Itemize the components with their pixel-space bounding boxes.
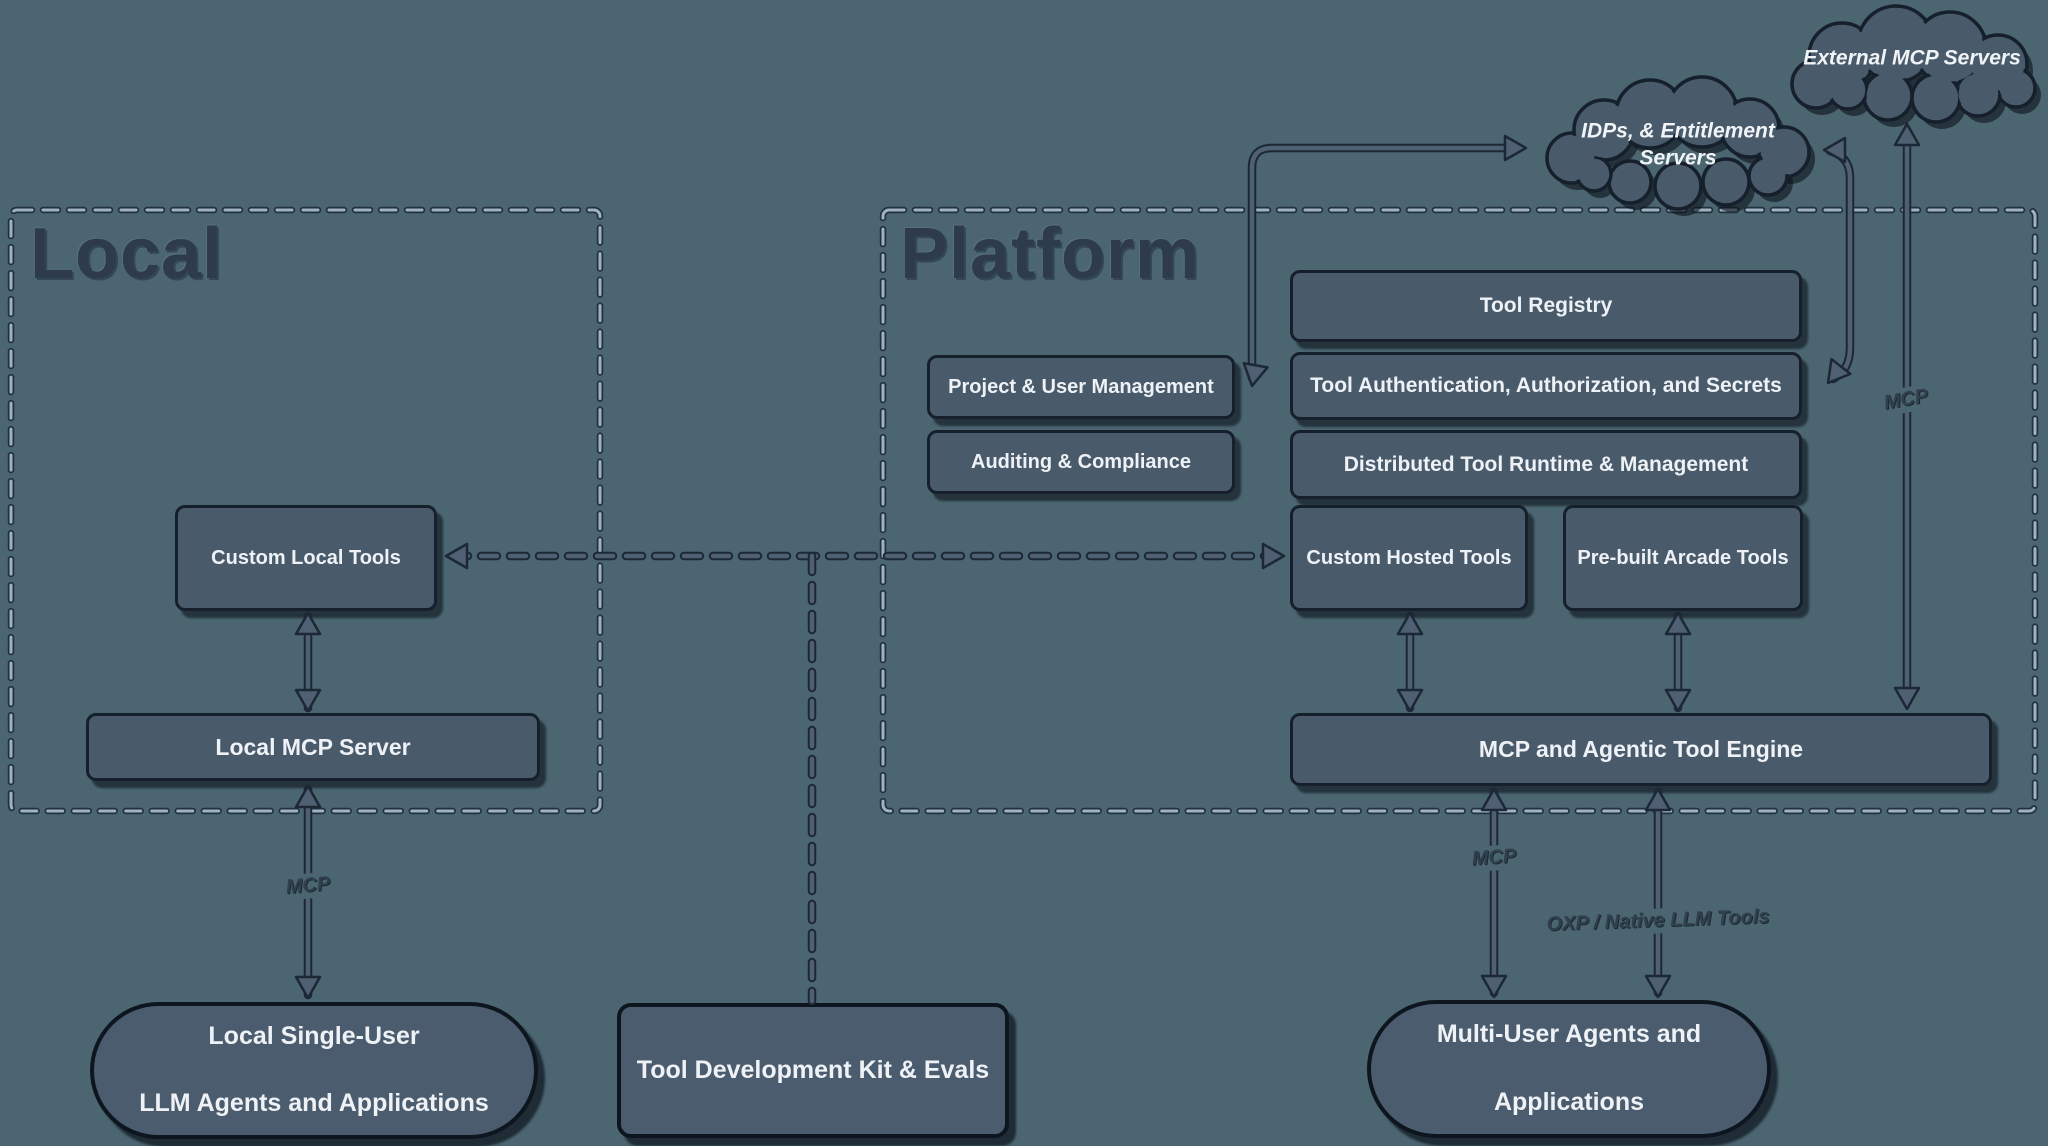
arrow-engine-multiuser-oxp xyxy=(1644,787,1672,999)
mcp-label-local: MCP xyxy=(277,871,339,901)
box-local-mcp-server-label: Local MCP Server xyxy=(215,733,411,760)
box-auditing-compliance-label: Auditing & Compliance xyxy=(971,450,1191,473)
local-zone-title: Local xyxy=(30,214,224,294)
arrow-engine-multiuser-mcp xyxy=(1480,787,1508,999)
box-auditing-compliance: Auditing & Compliance xyxy=(927,430,1235,494)
box-prebuilt-arcade-tools-label: Pre-built Arcade Tools xyxy=(1577,546,1789,569)
box-project-user-management: Project & User Management xyxy=(927,355,1235,419)
arrow-idps-toolauth xyxy=(1822,136,1855,385)
stadium-multi-user-agents: Multi-User Agents and Applications xyxy=(1367,1000,1771,1138)
mcp-label-engine: MCP xyxy=(1463,843,1525,873)
stadium-local-agents: Local Single-User LLM Agents and Applica… xyxy=(90,1002,538,1139)
box-local-mcp-server: Local MCP Server xyxy=(86,713,540,781)
idps-entitlement-cloud xyxy=(1545,75,1815,216)
box-tool-development-kit: Tool Development Kit & Evals xyxy=(617,1003,1009,1138)
box-project-user-management-label: Project & User Management xyxy=(948,375,1214,398)
stadium-local-agents-label: Local Single-User LLM Agents and Applica… xyxy=(119,1020,509,1121)
box-distributed-runtime-label: Distributed Tool Runtime & Management xyxy=(1343,452,1749,476)
box-prebuilt-arcade-tools: Pre-built Arcade Tools xyxy=(1563,505,1803,611)
box-custom-local-tools-label: Custom Local Tools xyxy=(211,546,401,569)
box-tool-registry: Tool Registry xyxy=(1290,270,1802,342)
stadium-multi-user-agents-label: Multi-User Agents and Applications xyxy=(1417,1018,1721,1119)
box-distributed-runtime: Distributed Tool Runtime & Management xyxy=(1290,430,1802,499)
box-custom-hosted-tools: Custom Hosted Tools xyxy=(1290,505,1528,611)
box-tool-auth-label: Tool Authentication, Authorization, and … xyxy=(1310,374,1782,397)
stadium-local-agents-line2: LLM Agents and Applications xyxy=(139,1089,489,1118)
stadium-multi-user-agents-line2: Applications xyxy=(1493,1087,1644,1116)
box-tool-registry-label: Tool Registry xyxy=(1479,294,1613,317)
platform-zone-title: Platform xyxy=(900,214,1201,294)
stadium-multi-user-agents-line1: Multi-User Agents and xyxy=(1436,1020,1702,1049)
arrow-localtools-hostedtools xyxy=(444,542,1286,570)
box-tool-development-kit-label: Tool Development Kit & Evals xyxy=(636,1055,990,1084)
arrow-customlocal-localmcp xyxy=(294,611,322,713)
external-mcp-cloud-label: External MCP Servers xyxy=(1803,46,2021,70)
box-tool-auth: Tool Authentication, Authorization, and … xyxy=(1290,352,1802,420)
arrow-prebuilt-engine xyxy=(1664,611,1692,713)
box-mcp-agentic-tool-engine: MCP and Agentic Tool Engine xyxy=(1290,713,1992,786)
box-custom-hosted-tools-label: Custom Hosted Tools xyxy=(1306,546,1512,569)
box-mcp-agentic-tool-engine-label: MCP and Agentic Tool Engine xyxy=(1478,736,1804,762)
arrow-externalmcp-engine xyxy=(1893,122,1921,711)
arrow-hostedtools-engine xyxy=(1396,611,1424,713)
platform-zone-border xyxy=(879,206,2039,815)
box-custom-local-tools: Custom Local Tools xyxy=(175,505,437,611)
idps-cloud-label: IDPs, & Entitlement Servers xyxy=(1581,119,1775,170)
stadium-local-agents-line1: Local Single-User xyxy=(208,1021,420,1050)
external-mcp-servers-cloud xyxy=(1790,4,2041,129)
arrow-projectuser-idps xyxy=(1242,134,1528,388)
